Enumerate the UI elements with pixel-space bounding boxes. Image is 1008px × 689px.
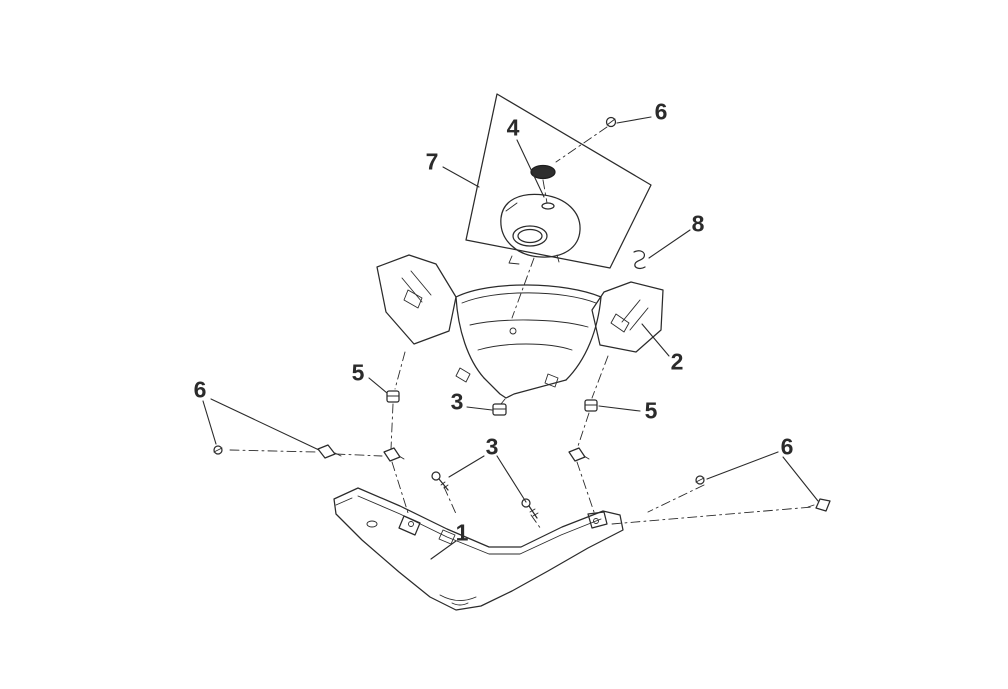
centerline-screw-right-diag bbox=[647, 484, 705, 513]
callout-label-4: 4 bbox=[506, 114, 520, 141]
part-2-upper-handle-cover bbox=[376, 254, 664, 399]
leader-lines bbox=[202, 116, 819, 560]
part-3-bolt-left bbox=[431, 471, 449, 491]
part-3-bolt-right bbox=[521, 498, 539, 519]
centerline-wing-left-to-grommet bbox=[394, 351, 406, 390]
centerline-screw-left-to-boss bbox=[391, 461, 410, 517]
part-6-screw-right bbox=[695, 475, 705, 485]
centerline-screw-to-cap bbox=[555, 126, 608, 163]
part-3-nut-center bbox=[492, 403, 507, 416]
leader-line-8 bbox=[648, 229, 691, 259]
centerline-point-to-nut bbox=[500, 398, 506, 405]
callout-label-5: 5 bbox=[351, 359, 365, 386]
part-7-front-panel bbox=[465, 93, 652, 269]
part-1-lower-handle-cover bbox=[333, 487, 624, 611]
part-5-grommet-right bbox=[584, 399, 598, 412]
centerline-cap-to-cover bbox=[542, 179, 548, 204]
leader-line-6-left-b bbox=[210, 398, 320, 451]
leader-line-7 bbox=[442, 166, 480, 188]
part-8-clip bbox=[633, 250, 646, 270]
part-6-screw-far-left bbox=[213, 445, 223, 455]
callout-label-7: 7 bbox=[425, 148, 439, 175]
centerline-bolt-right-down bbox=[530, 514, 542, 530]
part-6-cone-screw-left bbox=[317, 444, 342, 459]
leader-line-5-right bbox=[598, 405, 641, 412]
leader-line-2 bbox=[641, 323, 670, 357]
leader-line-4 bbox=[516, 139, 545, 198]
part-6-cone-screw-mid-right bbox=[568, 447, 590, 462]
centerline-screw-right-to-boss bbox=[576, 461, 595, 513]
meter-cover-detail bbox=[500, 193, 581, 265]
callout-label-3: 3 bbox=[450, 388, 464, 415]
leader-line-6-top bbox=[616, 116, 652, 124]
part-6-cone-screw-mid-left bbox=[383, 447, 405, 462]
callout-label-3: 3 bbox=[485, 433, 499, 460]
leader-line-1 bbox=[430, 540, 457, 560]
callout-label-2: 2 bbox=[670, 348, 684, 375]
callout-label-5: 5 bbox=[644, 397, 658, 424]
assembly-center-lines bbox=[229, 126, 813, 530]
centerline-right-horizontal bbox=[611, 506, 813, 525]
centerline-wing-right-to-grommet bbox=[591, 355, 609, 399]
centerline-grommet-left-down bbox=[390, 403, 394, 450]
callout-label-6: 6 bbox=[193, 376, 207, 403]
part-4-cap bbox=[530, 164, 556, 180]
leader-line-6-right-b bbox=[782, 456, 819, 502]
centerline-grommet-right-down bbox=[576, 412, 590, 450]
part-5-grommet-left bbox=[386, 390, 400, 403]
leader-line-3-lower-b bbox=[496, 455, 527, 503]
centerline-far-left-horizontal bbox=[229, 449, 317, 453]
leader-line-5-left bbox=[368, 377, 388, 394]
centerline-left-horizontal bbox=[335, 453, 383, 457]
leader-line-6-left-a bbox=[202, 400, 217, 445]
part-6-cone-screw-far-right bbox=[807, 498, 831, 512]
callout-label-1: 1 bbox=[455, 519, 469, 546]
leader-line-3-upper bbox=[466, 406, 493, 411]
callout-label-8: 8 bbox=[691, 210, 705, 237]
callout-label-6: 6 bbox=[780, 433, 794, 460]
callout-label-6: 6 bbox=[654, 98, 668, 125]
centerline-bolt-left-down bbox=[443, 486, 458, 517]
centerline-panel-to-cover bbox=[511, 257, 535, 319]
leader-line-3-lower-a bbox=[448, 455, 485, 478]
leader-line-6-right-a bbox=[706, 451, 779, 480]
fastener-screw-top bbox=[605, 116, 617, 128]
